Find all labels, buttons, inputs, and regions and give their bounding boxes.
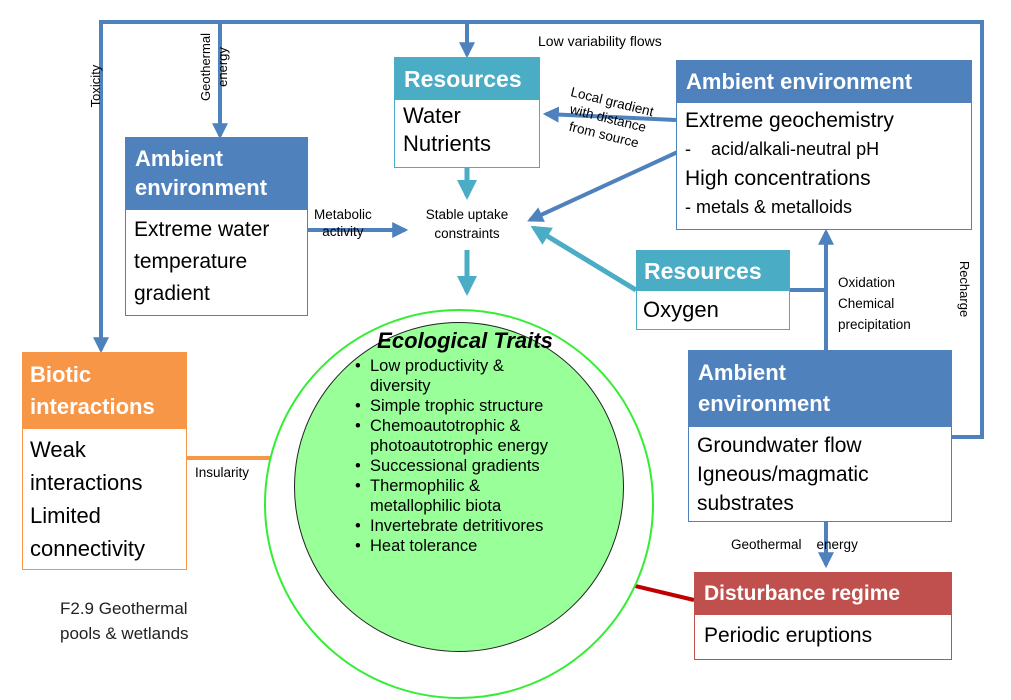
oxidation-label: Oxidation Chemical precipitation <box>838 272 911 335</box>
toxicity-label: Toxicity <box>88 64 103 108</box>
trait-item: metallophilic biota <box>370 497 502 515</box>
temp-line: gradient <box>134 282 210 305</box>
biotic-line: connectivity <box>30 536 145 561</box>
geothermal-top-label: Geothermal energy <box>197 27 231 107</box>
ambient-groundwater-title: Ambient environment <box>689 351 951 427</box>
geochem-line: Extreme geochemistry <box>685 109 894 132</box>
biotic-line: Weak <box>30 437 86 462</box>
caption-line: F2.9 Geothermal <box>60 599 188 618</box>
disturbance-box: Disturbance regime Periodic eruptions <box>694 572 952 660</box>
biotic-line: interactions <box>30 470 143 495</box>
metabolic-label: Metabolic activity <box>314 206 372 240</box>
oxygen-uptake-arrow <box>530 225 638 293</box>
geothermal-bottom-label: Geothermal energy <box>731 537 858 552</box>
biotic-title-line: interactions <box>30 394 155 419</box>
trait-item: Chemoautotrophic & <box>352 416 548 436</box>
disturbance-line: Periodic eruptions <box>704 624 873 647</box>
resources-oxygen-title: Resources <box>637 251 789 291</box>
ambient-groundwater-body: Groundwater flow Igneous/magmatic substr… <box>689 427 951 522</box>
ambient-geochem-body: Extreme geochemistry - acid/alkali-neutr… <box>677 103 971 225</box>
metabolic-line: Metabolic <box>314 207 372 222</box>
ambient-temp-body: Extreme water temperature gradient <box>126 210 307 314</box>
resources-water-box: Resources Water Nutrients <box>394 57 540 168</box>
ambient-temp-title-line: Ambient <box>135 146 223 171</box>
geochem-line: High concentrations <box>685 167 871 190</box>
geothermal-top-line: energy <box>215 47 230 87</box>
traits-title: Ecological Traits <box>377 328 553 353</box>
stable-uptake-line: Stable uptake <box>425 207 509 222</box>
stable-uptake-label: Stable uptake constraints <box>412 205 522 243</box>
geochem-uptake-arrow <box>527 148 683 222</box>
temp-line: temperature <box>134 250 248 273</box>
groundwater-line: Igneous/magmatic <box>697 463 869 486</box>
ambient-groundwater-box: Ambient environment Groundwater flow Ign… <box>688 350 952 522</box>
biotic-box: Biotic interactions Weak interactions Li… <box>22 352 187 570</box>
ambient-temp-title: Ambient environment <box>126 138 307 210</box>
loop-line <box>93 20 984 439</box>
trait-item: Invertebrate detritivores <box>352 516 548 536</box>
temp-line: Extreme water <box>134 218 270 241</box>
resources-water-line: Nutrients <box>403 131 492 156</box>
trait-item: Heat tolerance <box>352 536 548 556</box>
recharge-label: Recharge <box>957 260 972 318</box>
local-gradient-arrow <box>542 106 677 123</box>
biotic-body: Weak interactions Limited connectivity <box>23 429 186 569</box>
trait-item: Simple trophic structure <box>352 396 548 416</box>
geothermal-top-line: Geothermal <box>198 33 213 101</box>
resources-water-body: Water Nutrients <box>395 100 539 160</box>
resources-water-line: Water <box>403 103 461 128</box>
oxidation-line: precipitation <box>838 317 911 332</box>
oxygen-line: Oxygen <box>643 297 719 322</box>
trait-item: photoautotrophic energy <box>370 437 548 455</box>
trait-item: Low productivity & <box>352 356 548 376</box>
groundwater-line: Groundwater flow <box>697 434 862 457</box>
metabolic-line: activity <box>322 224 364 239</box>
ambient-geochem-box: Ambient environment Extreme geochemistry… <box>676 60 972 230</box>
resources-water-title: Resources <box>395 58 539 100</box>
biotic-title-line: Biotic <box>30 362 92 387</box>
geochem-line: - metals & metalloids <box>685 197 853 217</box>
caption-line: pools & wetlands <box>60 624 189 643</box>
ambient-temp-box: Ambient environment Extreme water temper… <box>125 137 308 316</box>
ambient-groundwater-title-line: Ambient <box>698 360 786 385</box>
biotic-title: Biotic interactions <box>23 353 186 429</box>
groundwater-line: substrates <box>697 492 794 515</box>
ambient-temp-title-line: environment <box>135 175 268 200</box>
geochem-line: - acid/alkali-neutral pH <box>685 139 880 159</box>
stable-uptake-line: constraints <box>434 226 500 241</box>
resources-oxygen-box: Resources Oxygen <box>636 250 790 330</box>
oxidation-line: Oxidation <box>838 275 896 290</box>
resources-oxygen-body: Oxygen <box>637 291 789 329</box>
disturbance-title: Disturbance regime <box>695 573 951 615</box>
figure-caption: F2.9 Geothermal pools & wetlands <box>60 596 189 646</box>
insularity-label: Insularity <box>195 465 250 480</box>
trait-item: Successional gradients <box>352 456 548 476</box>
biotic-line: Limited <box>30 503 101 528</box>
ambient-geochem-title: Ambient environment <box>677 61 971 103</box>
disturbance-body: Periodic eruptions <box>695 615 951 657</box>
trait-item: Thermophilic & <box>352 476 548 496</box>
traits-list: Low productivity & diversity Simple trop… <box>352 356 548 556</box>
low-variability-label: Low variability flows <box>538 33 662 49</box>
oxidation-line: Chemical <box>838 296 895 311</box>
trait-item: diversity <box>370 377 431 395</box>
ambient-groundwater-title-line: environment <box>698 391 831 416</box>
